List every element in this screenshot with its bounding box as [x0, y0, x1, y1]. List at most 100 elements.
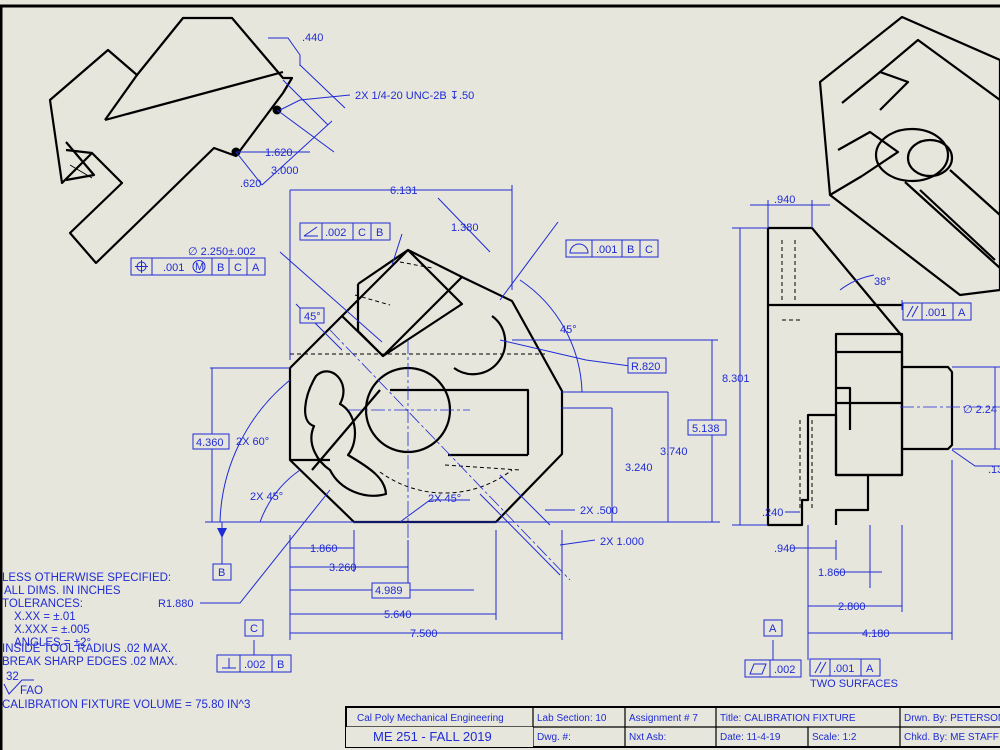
- fcf-parallel-bottom-ref: A: [866, 663, 874, 675]
- dim-1620: 1.620: [265, 147, 293, 159]
- dim-r820: R.820: [631, 361, 660, 373]
- tb-date: Date: 11-4-19: [720, 732, 781, 743]
- surface-finish-icon: [3, 679, 34, 695]
- note-line-4: X.XX = ±.01: [14, 611, 76, 623]
- d4360-box: [192, 433, 230, 450]
- dim-r1880: R1.880: [158, 598, 193, 610]
- sheet-border: [0, 4, 1000, 750]
- tb-dwg: Dwg. #:: [537, 732, 571, 743]
- fcf-profile-tol: .001: [596, 244, 617, 256]
- tb-scale: Scale: 1:2: [812, 732, 857, 743]
- fcf-position-mod: M: [195, 261, 204, 273]
- fcf-position-ref2: C: [234, 262, 242, 274]
- dim-440: .440: [302, 32, 323, 44]
- tb-lab-section: Lab Section: 10: [537, 713, 607, 724]
- dim-4360: 4.360: [196, 437, 224, 449]
- dim-8301: 8.301: [722, 373, 750, 385]
- dim-240: .240: [762, 507, 783, 519]
- datum-a-label: A: [769, 623, 777, 635]
- dim-5138: 5.138: [692, 423, 720, 435]
- tb-checked-by: Chkd. By: ME STAFF: [904, 732, 999, 743]
- note-line-1: LESS OTHERWISE SPECIFIED:: [2, 572, 171, 584]
- fcf-perpendicular: .002 B: [216, 654, 292, 673]
- datum-c-box: [244, 619, 264, 637]
- dim-2x500: 2X .500: [580, 505, 618, 517]
- datum-b-label: B: [218, 567, 225, 579]
- auxiliary-view: [48, 16, 294, 265]
- datum-a-box: [763, 619, 783, 637]
- surface-finish-symbol: FAO: [20, 685, 43, 697]
- dim-dia224: ∅ 2.24: [963, 404, 997, 416]
- dim-5640: 5.640: [384, 609, 412, 621]
- fcf-position-tol: .001: [163, 262, 184, 274]
- note-line-8: BREAK SHARP EDGES .02 MAX.: [2, 656, 178, 668]
- dim-4180: 4.180: [862, 628, 890, 640]
- dim-1860b: 1.860: [818, 567, 846, 579]
- dim-1380: 1.380: [451, 222, 479, 234]
- fcf-position-ref1: B: [217, 262, 224, 274]
- tb-school: Cal Poly Mechanical Engineering: [357, 713, 504, 724]
- fcf-position-ref3: A: [252, 262, 260, 274]
- side-view: [766, 226, 1000, 527]
- dim-45a: 45°: [304, 311, 321, 323]
- dim-940b: .940: [774, 543, 795, 555]
- fcf-parallel-right-tol: .001: [925, 307, 946, 319]
- dim-13: .13: [988, 464, 1000, 476]
- tap-note: 2X 1/4-20 UNC-2B ↧.50: [355, 90, 474, 102]
- datum-b-box: [212, 563, 232, 581]
- fcf-profile-ref2: C: [645, 244, 653, 256]
- note-line-7: INSIDE TOOL RADIUS .02 MAX.: [2, 643, 171, 655]
- tb-drawn-by: Drwn. By: PETERSON: [904, 713, 1000, 724]
- dim-2x45a: 2X 45°: [250, 491, 283, 503]
- dim-2x45b: 2X 45°: [428, 493, 461, 505]
- dimension-lines: [200, 37, 1000, 660]
- note-line-2: ALL DIMS. IN INCHES: [4, 585, 121, 597]
- dim-7500: 7.500: [410, 628, 438, 640]
- tb-course: ME 251 - FALL 2019: [373, 729, 492, 744]
- dim-6131: 6.131: [390, 185, 418, 197]
- dim-3740: 3.740: [660, 446, 688, 458]
- dimension-texts: .440 2X 1/4-20 UNC-2B ↧.50 1.620 3.000 .…: [158, 32, 1000, 690]
- dim-hole-dia: ∅ 2.250±.002: [188, 246, 256, 258]
- two-surfaces-note: TWO SURFACES: [810, 678, 898, 690]
- fcf-flatness: .002: [744, 659, 802, 678]
- datum-c-label: C: [250, 623, 258, 635]
- fcf-angularity-ref2: B: [376, 227, 383, 239]
- front-view: [288, 248, 571, 581]
- dim-2x60: 2X 60°: [236, 436, 269, 448]
- dim-940a: .940: [774, 194, 795, 206]
- dim-1860a: 1.860: [310, 543, 338, 555]
- d5138-box: [687, 419, 727, 436]
- tb-nxt-asb: Nxt Asb:: [629, 732, 666, 743]
- datum-labels: B C A: [212, 528, 783, 637]
- dim-3260: 3.260: [329, 562, 357, 574]
- fcf-parallel-right-ref: A: [958, 307, 966, 319]
- angle-45-box: [299, 307, 325, 324]
- note-line-3: TOLERANCES:: [2, 598, 83, 610]
- dim-2800: 2.800: [838, 601, 866, 613]
- dim-620: .620: [240, 178, 261, 190]
- title-block: Cal Poly Mechanical Engineering ME 251 -…: [345, 706, 1000, 748]
- volume-note: CALIBRATION FIXTURE VOLUME = 75.80 IN^3: [2, 699, 250, 711]
- fcf-perp-tol: .002: [244, 659, 265, 671]
- dim-45b: 45°: [560, 324, 577, 336]
- tb-title: Title: CALIBRATION FIXTURE: [720, 713, 856, 724]
- fcf-parallel-right: .001 A: [902, 302, 972, 321]
- note-line-5: X.XXX = ±.005: [14, 624, 90, 636]
- fcf-profile: .001 B C: [565, 239, 659, 258]
- fcf-profile-ref1: B: [627, 244, 634, 256]
- dim-3000: 3.000: [271, 165, 299, 177]
- fcf-position: .001 M B C A: [130, 257, 266, 276]
- note-line-6: ANGLES = ±2°: [14, 637, 91, 649]
- dim-3240: 3.240: [625, 462, 653, 474]
- dim-4989: 4.989: [375, 585, 403, 597]
- dim-2x1000: 2X 1.000: [600, 536, 644, 548]
- isometric-view: [818, 15, 1000, 297]
- r820-box: [627, 357, 667, 374]
- fcf-angularity: .002 C B: [299, 222, 391, 241]
- tb-assignment: Assignment # 7: [629, 713, 698, 724]
- dim-38: 38°: [874, 276, 891, 288]
- fcf-flatness-tol: .002: [774, 664, 795, 676]
- fcf-parallel-bottom: .001 A: [809, 658, 881, 677]
